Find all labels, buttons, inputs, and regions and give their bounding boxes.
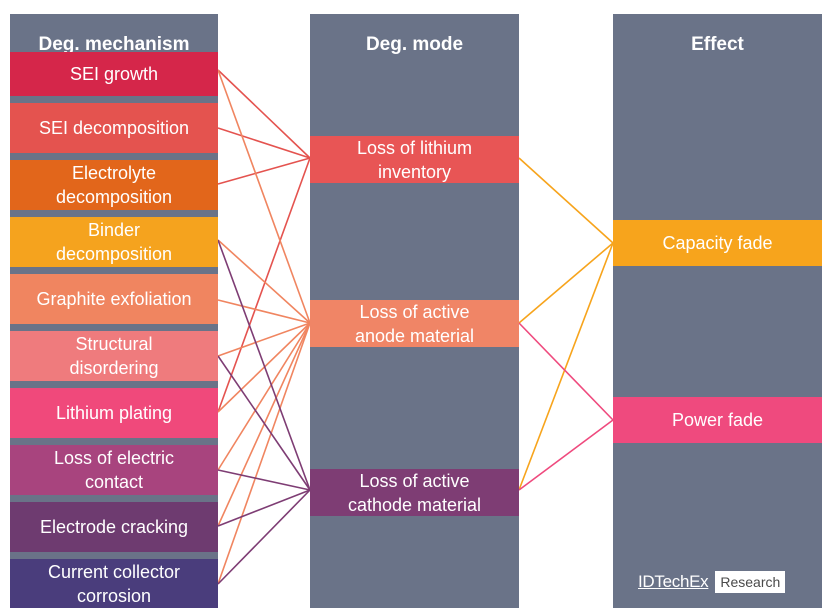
- connector-mechanism-1-to-mode-0: [217, 127, 311, 159]
- mechanism-electrolyte-decomposition: Electrolyte decomposition: [10, 160, 218, 210]
- effect-column-title: Effect: [691, 34, 744, 55]
- connector-mechanism-2-to-mode-0: [217, 157, 311, 185]
- connector-mechanism-9-to-mode-1: [217, 322, 311, 585]
- connector-mechanism-6-to-mode-0: [217, 157, 311, 413]
- connector-mechanism-0-to-mode-0: [217, 69, 311, 159]
- connector-mechanism-8-to-mode-1: [217, 322, 311, 527]
- mode-label: Loss of lithium inventory: [356, 137, 473, 182]
- mechanism-lithium-plating: Lithium plating: [10, 388, 218, 438]
- mechanism-label: SEI growth: [69, 64, 159, 84]
- mechanism-sei-growth: SEI growth: [10, 52, 218, 96]
- brand-logo: IDTechEx Research: [638, 571, 786, 593]
- connector-mechanism-9-to-mode-2: [217, 489, 311, 585]
- mechanism-structural-disordering: Structural disordering: [10, 331, 218, 381]
- mechanism-binder-decomposition: Binder decomposition: [10, 217, 218, 267]
- effect-label: Power fade: [671, 410, 764, 430]
- connector-mechanism-5-to-mode-1: [217, 322, 311, 357]
- connector-mechanism-5-to-mode-2: [217, 355, 311, 491]
- connector-mode-1-to-effect-0: [518, 242, 614, 324]
- connector-mode-0-to-effect-0: [518, 157, 614, 244]
- connector-mode-1-to-effect-1: [518, 322, 614, 421]
- connector-mechanism-0-to-mode-1: [217, 69, 311, 324]
- mode-column-title: Deg. mode: [365, 34, 464, 55]
- connector-mechanism-3-to-mode-1: [217, 239, 311, 324]
- brand-name: IDTechEx: [638, 572, 709, 591]
- mechanism-column-title: Deg. mechanism: [38, 34, 190, 55]
- connector-mechanism-7-to-mode-2: [217, 469, 311, 491]
- mechanism-graphite-exfoliation: Graphite exfoliation: [10, 274, 218, 324]
- effect-power-fade: Power fade: [613, 397, 822, 443]
- connector-mode-2-to-effect-0: [518, 242, 614, 491]
- mechanism-current-collector-corrosion: Current collector corrosion: [10, 559, 218, 608]
- connector-mechanism-3-to-mode-2: [217, 239, 311, 491]
- mode-loss-of-lithium-inventory: Loss of lithium inventory: [310, 136, 519, 183]
- connector-mechanism-7-to-mode-1: [217, 322, 311, 471]
- mode-loss-of-active-cathode-material: Loss of active cathode material: [310, 469, 519, 516]
- mechanism-label: Current collector corrosion: [47, 561, 181, 606]
- effect-capacity-fade: Capacity fade: [613, 220, 822, 266]
- connector-mechanism-6-to-mode-1: [217, 322, 311, 413]
- effect-label: Capacity fade: [662, 233, 773, 253]
- mechanism-loss-of-electric-contact: Loss of electric contact: [10, 445, 218, 495]
- connector-mode-2-to-effect-1: [518, 419, 614, 491]
- effect-column: Effect: [613, 14, 822, 608]
- mechanism-label: SEI decomposition: [38, 118, 190, 138]
- mode-label: Loss of active cathode material: [347, 470, 482, 515]
- mechanism-label: Structural disordering: [69, 334, 159, 378]
- connector-mechanism-4-to-mode-1: [217, 299, 311, 324]
- mechanism-label: Loss of electric contact: [53, 448, 175, 492]
- mechanism-label: Graphite exfoliation: [36, 289, 192, 309]
- mechanism-label: Electrode cracking: [39, 517, 189, 537]
- mode-loss-of-active-anode-material: Loss of active anode material: [310, 300, 519, 347]
- brand-tag: Research: [715, 571, 786, 593]
- mechanism-label: Lithium plating: [55, 403, 173, 423]
- mechanism-label: Electrolyte decomposition: [55, 163, 173, 207]
- mechanism-label: Binder decomposition: [55, 220, 173, 264]
- mechanism-sei-decomposition: SEI decomposition: [10, 103, 218, 153]
- connector-mechanism-8-to-mode-2: [217, 489, 311, 527]
- mode-label: Loss of active anode material: [354, 301, 475, 346]
- mechanism-electrode-cracking: Electrode cracking: [10, 502, 218, 552]
